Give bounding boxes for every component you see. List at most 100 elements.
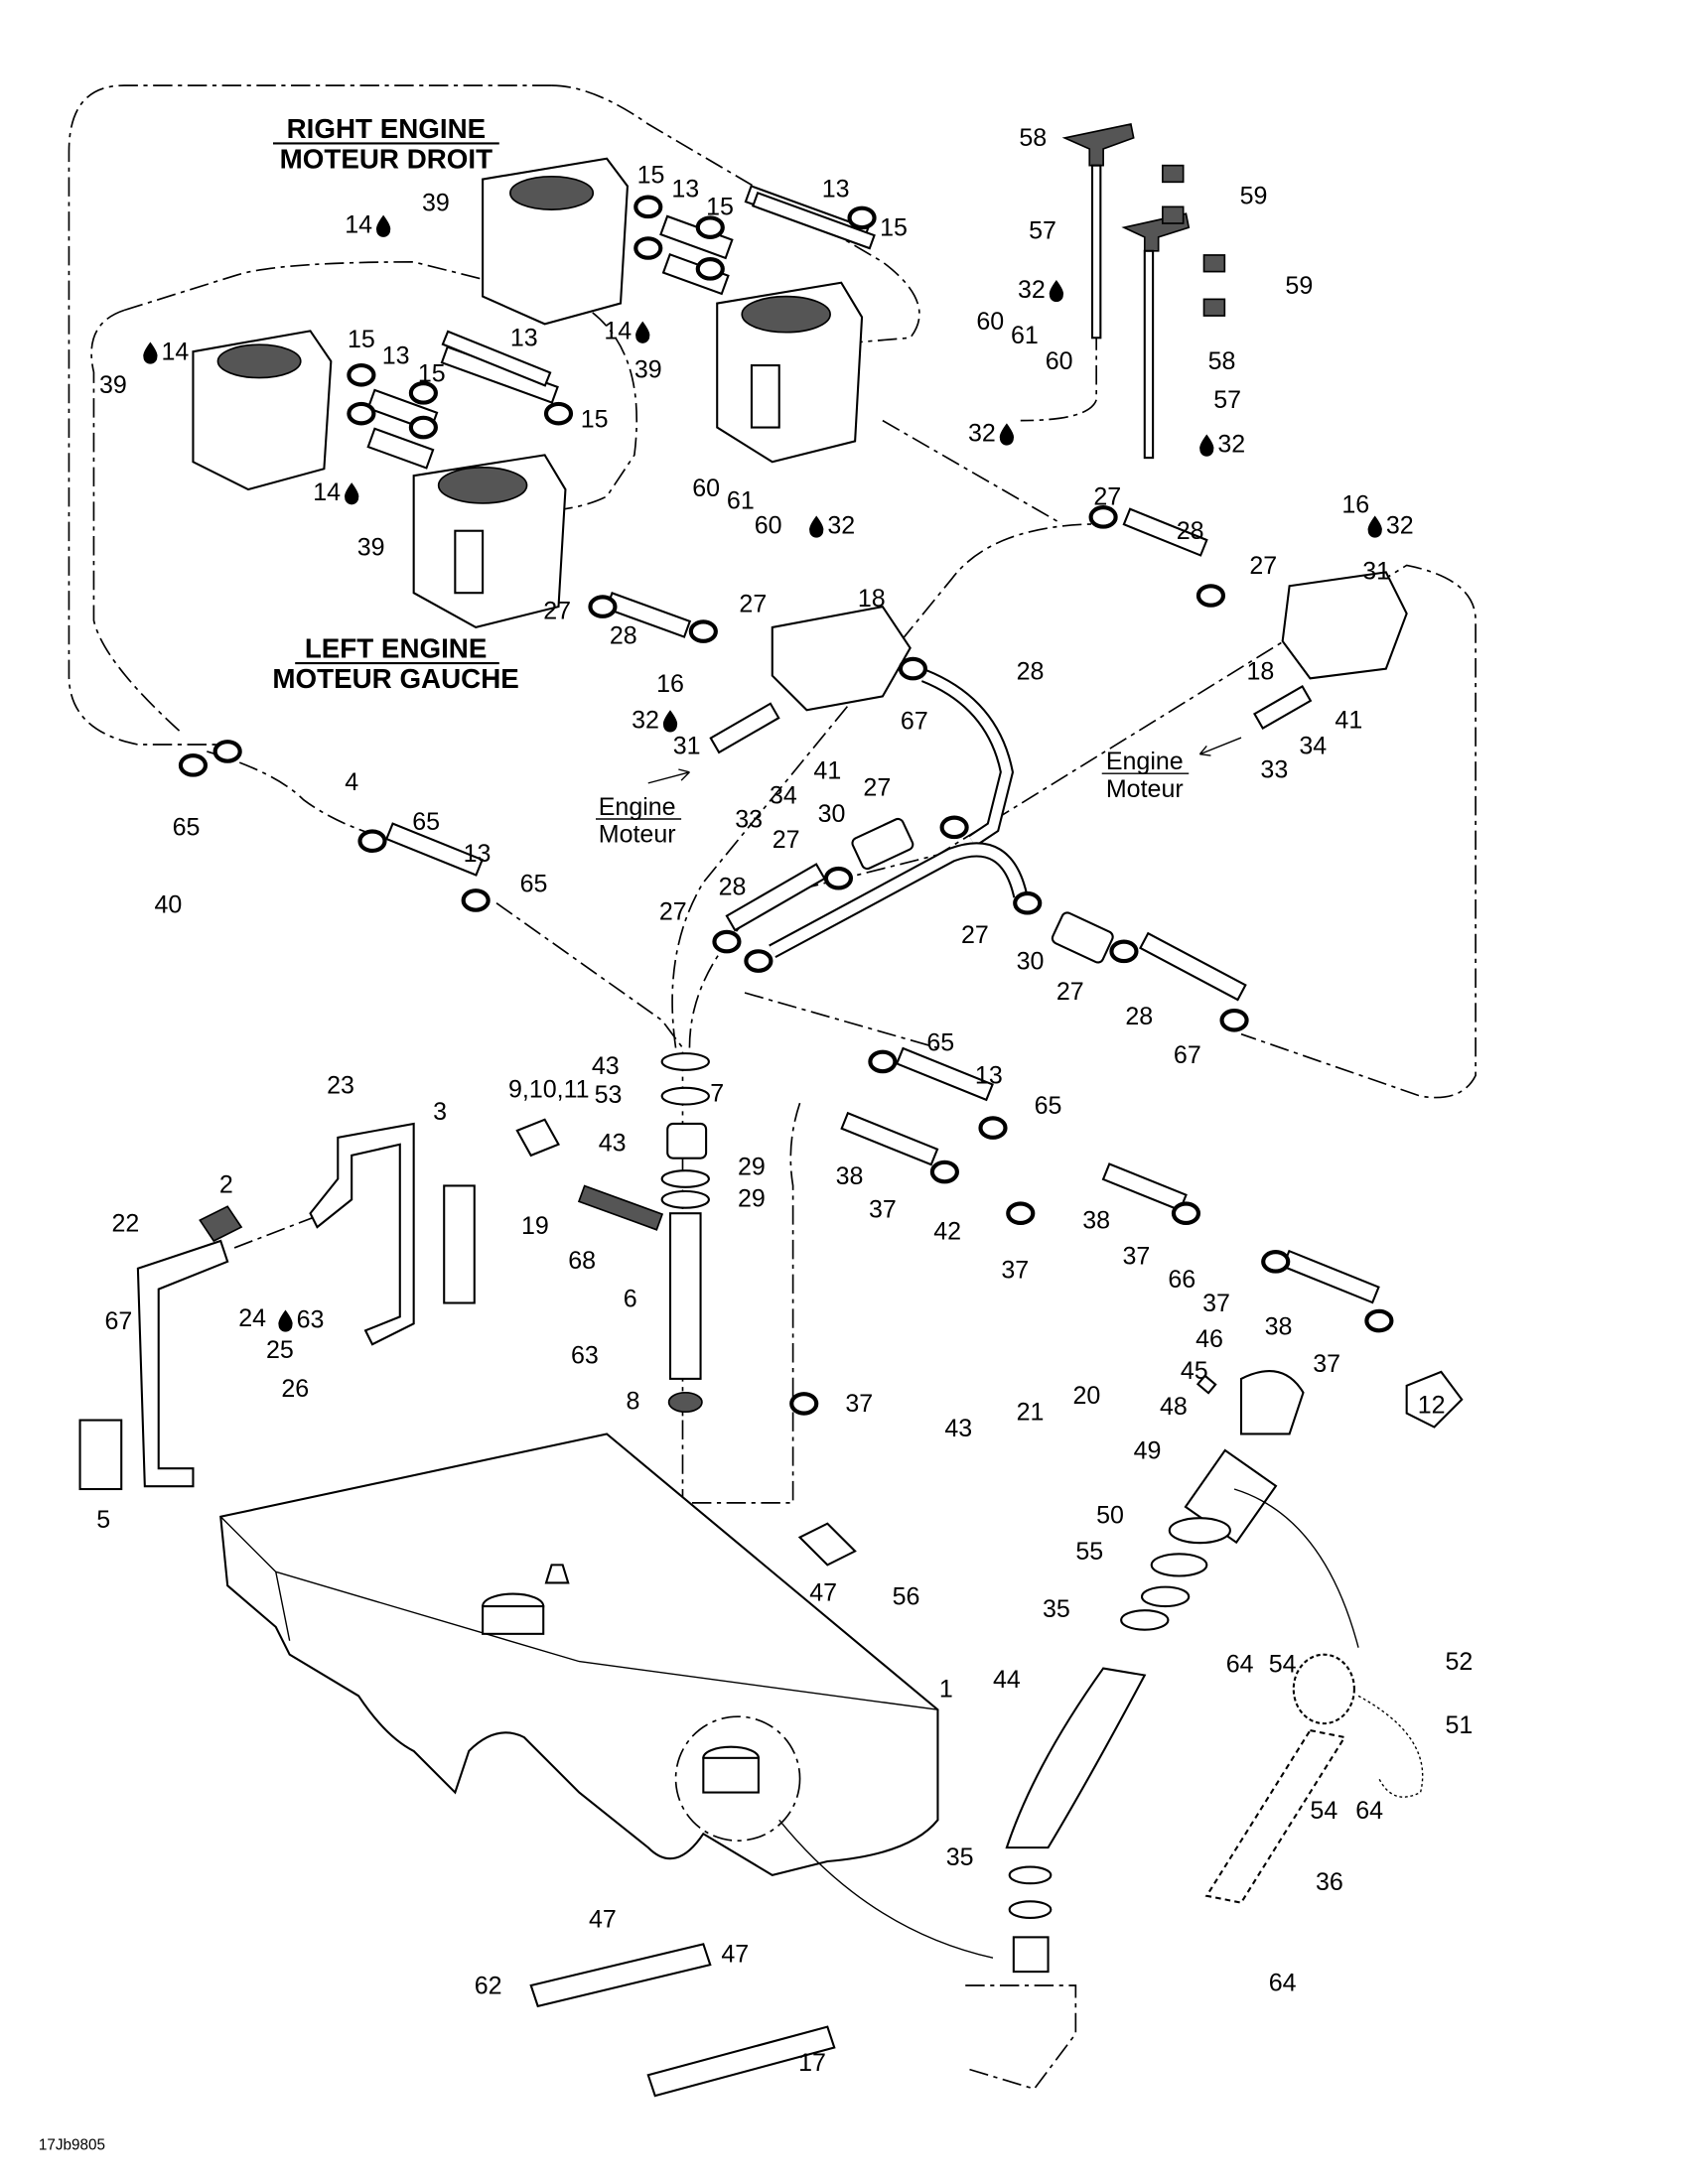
callout-24: 24 [238, 1304, 266, 1332]
right-engine-title: RIGHT ENGINE [287, 113, 487, 144]
callout-13: 13 [382, 342, 410, 370]
fuel-hoses [384, 191, 1464, 1429]
callout-51: 51 [1446, 1711, 1474, 1739]
callout-43: 43 [599, 1130, 627, 1158]
callout-27: 27 [961, 921, 989, 949]
clamp-icon [847, 205, 877, 230]
callout-61: 61 [727, 487, 755, 515]
callout-55: 55 [1075, 1538, 1103, 1566]
left-engine-title-fr: MOTEUR GAUCHE [272, 663, 518, 694]
callout-20: 20 [1073, 1382, 1101, 1410]
callout-28: 28 [1177, 517, 1204, 545]
callout-18: 18 [1247, 658, 1275, 686]
clamp-icon [1109, 939, 1139, 964]
callout-14: 14 [161, 339, 189, 366]
callout-3: 3 [433, 1098, 447, 1126]
callout-64: 64 [1355, 1797, 1383, 1825]
callout-49: 49 [1134, 1436, 1162, 1464]
callout-27: 27 [739, 591, 767, 618]
callout-17: 17 [798, 2049, 826, 2077]
callout-27: 27 [773, 826, 800, 854]
callout-29: 29 [738, 1153, 766, 1180]
clamp-icon [744, 949, 774, 973]
callout-32: 32 [827, 512, 855, 540]
callout-38: 38 [836, 1162, 864, 1190]
callout-29: 29 [738, 1184, 766, 1212]
callout-14: 14 [313, 478, 341, 506]
callout-65: 65 [520, 871, 548, 898]
left-engine-carburetors [192, 330, 567, 629]
callout-27: 27 [543, 598, 571, 625]
callout-42: 42 [933, 1218, 961, 1246]
callout-12: 12 [1418, 1392, 1446, 1420]
fuel-level-gauges [1061, 123, 1226, 460]
filler-neck-assembly [1005, 1370, 1424, 1974]
clamp-icon [588, 595, 618, 618]
callout-57: 57 [1029, 216, 1056, 244]
tank-support-pads [529, 1374, 1217, 2098]
callout-19: 19 [521, 1212, 549, 1240]
callout-32: 32 [1217, 431, 1245, 459]
drop-icon [662, 710, 678, 733]
arrow-icon [1198, 737, 1242, 756]
callout-28: 28 [1125, 1003, 1153, 1030]
diagram-code: 17Jb9805 [39, 2136, 105, 2153]
drop-icon [635, 321, 650, 343]
callout-40: 40 [155, 890, 183, 918]
drop-icon [278, 1309, 293, 1332]
fuel-pumps [771, 571, 1408, 712]
drop-icon [1049, 279, 1064, 303]
callout-59: 59 [1240, 183, 1268, 210]
callout-37: 37 [1001, 1257, 1029, 1285]
clamp-icon [898, 656, 928, 681]
clamp-icon [929, 1160, 959, 1184]
callout-34: 34 [770, 782, 797, 810]
callout-4: 4 [345, 768, 358, 796]
callout-32: 32 [968, 419, 996, 447]
callout-2: 2 [219, 1170, 233, 1198]
callout-67: 67 [1174, 1041, 1201, 1069]
clamp-icon [823, 866, 854, 890]
drop-icon [345, 482, 359, 505]
clamp-icon [212, 740, 242, 763]
clamp-icon [868, 1049, 898, 1074]
callout-32: 32 [1018, 276, 1046, 304]
tank-brackets [78, 1122, 476, 1491]
callout-65: 65 [173, 814, 201, 842]
callout-48: 48 [1160, 1393, 1188, 1421]
callout-15: 15 [581, 406, 609, 434]
callout-1: 1 [939, 1676, 953, 1704]
callout-30: 30 [1017, 947, 1045, 975]
right-engine-carburetors [482, 157, 870, 464]
clamp-icon [1171, 1201, 1201, 1226]
callout-65: 65 [926, 1028, 954, 1056]
callout-65: 65 [1035, 1092, 1062, 1120]
callout-54: 54 [1269, 1651, 1297, 1679]
clamp-icon [1364, 1308, 1394, 1333]
callout-15: 15 [706, 194, 734, 221]
callout-15: 15 [637, 162, 665, 190]
fuel-pickup-assembly [515, 1052, 710, 1414]
clamp-icon [347, 362, 376, 387]
callout-27: 27 [1093, 482, 1121, 510]
clamp-icon [633, 195, 663, 219]
callout-61: 61 [1011, 322, 1039, 349]
clamp-icon [357, 829, 387, 854]
callout-62: 62 [475, 1972, 502, 1999]
callout-34: 34 [1299, 733, 1327, 760]
right-engine-title-fr: MOTEUR DROIT [280, 143, 492, 174]
clamp-icon [461, 888, 491, 912]
callout-57: 57 [1213, 386, 1241, 414]
callout-13: 13 [975, 1062, 1003, 1090]
callout-60: 60 [755, 512, 782, 540]
callout-47: 47 [589, 1906, 617, 1934]
callout-67: 67 [105, 1307, 133, 1335]
clamp-icon [688, 619, 718, 643]
callout-50: 50 [1096, 1502, 1124, 1530]
callout-13: 13 [464, 840, 492, 868]
callout-28: 28 [1017, 658, 1045, 686]
clamp-icon [1006, 1201, 1036, 1226]
callout-46: 46 [1196, 1325, 1223, 1353]
callout-23: 23 [327, 1071, 354, 1099]
